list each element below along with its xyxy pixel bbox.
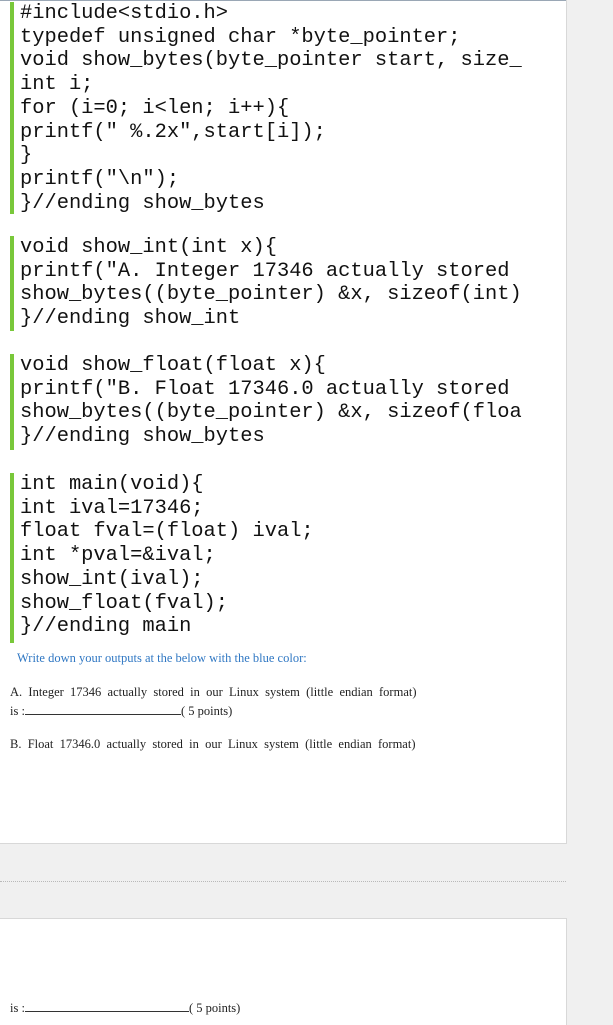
- code-line: }//ending main: [20, 615, 192, 639]
- code-block-show-float: void show_float(float x){ printf("B. Flo…: [10, 354, 566, 450]
- code-line: }//ending show_bytes: [20, 191, 265, 215]
- question-b-answer-row: is : ( 5 points): [10, 1000, 240, 1016]
- code-line: int main(void){: [20, 473, 204, 496]
- code-line: int i;: [20, 73, 94, 97]
- code-line: int ival=17346;: [20, 496, 204, 520]
- document-page-1: #include<stdio.h> typedef unsigned char …: [0, 0, 567, 844]
- code-line: float fval=(float) ival;: [20, 520, 314, 544]
- code-block-show-int: void show_int(int x){ printf("A. Integer…: [10, 236, 566, 331]
- code-line: }: [20, 144, 33, 168]
- code-line: printf("B. Float 17346.0 actually stored: [20, 377, 510, 401]
- code-line: }//ending show_int: [20, 307, 241, 331]
- points-label: ( 5 points): [188, 1001, 241, 1015]
- question-a-answer-row: is : ( 5 points): [10, 703, 232, 719]
- page-top-border: [0, 0, 566, 1]
- code-line: for (i=0; i<len; i++){: [20, 96, 290, 120]
- code-block-show-bytes: #include<stdio.h> typedef unsigned char …: [10, 2, 566, 215]
- answer-prefix: is :: [10, 704, 25, 718]
- question-b-text: B. Float 17346.0 actually stored in our …: [10, 737, 416, 751]
- code-line: void show_bytes(byte_pointer start, size…: [20, 49, 522, 73]
- code-line: show_bytes((byte_pointer) &x, sizeof(int…: [20, 283, 522, 307]
- code-line: show_float(fval);: [20, 591, 229, 615]
- answer-b-blank[interactable]: [24, 1000, 189, 1012]
- code-line: show_int(ival);: [20, 567, 204, 591]
- instruction-text: Write down your outputs at the below wit…: [17, 651, 307, 665]
- code-line: void show_float(float x){: [20, 354, 326, 377]
- page-separator: [0, 881, 566, 882]
- answer-prefix: is :: [10, 1001, 25, 1015]
- points-label: ( 5 points): [180, 704, 233, 718]
- code-line: printf("A. Integer 17346 actually stored: [20, 259, 510, 283]
- code-line: }//ending show_bytes: [20, 425, 265, 449]
- document-page-2: is : ( 5 points): [0, 918, 567, 1025]
- answer-a-blank[interactable]: [24, 703, 181, 715]
- code-line: #include<stdio.h>: [20, 2, 229, 25]
- code-line: printf("\n");: [20, 167, 180, 191]
- code-listing: #include<stdio.h> typedef unsigned char …: [10, 2, 566, 643]
- question-a-text: A. Integer 17346 actually stored in our …: [10, 685, 417, 699]
- code-block-main: int main(void){ int ival=17346; float fv…: [10, 473, 566, 643]
- code-line: void show_int(int x){: [20, 236, 277, 259]
- code-line: typedef unsigned char *byte_pointer;: [20, 25, 461, 49]
- code-line: printf(" %.2x",start[i]);: [20, 120, 326, 144]
- code-line: int *pval=&ival;: [20, 544, 216, 568]
- code-line: show_bytes((byte_pointer) &x, sizeof(flo…: [20, 401, 522, 425]
